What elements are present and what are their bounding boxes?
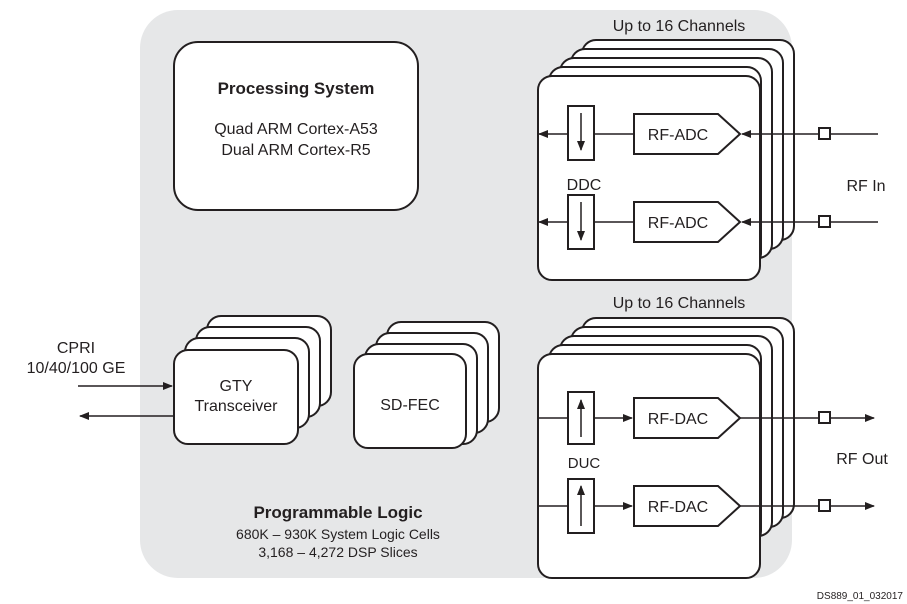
gty-transceiver-stack: GTY Transceiver bbox=[173, 315, 332, 445]
rf-adc-label-2: RF-ADC bbox=[648, 215, 708, 232]
gty-transceiver-line1: GTY bbox=[220, 378, 253, 395]
sd-fec-stack: SD-FEC bbox=[353, 321, 500, 449]
dac-block-header: Up to 16 Channels bbox=[613, 295, 746, 312]
adc-channel-stack: Up to 16 Channels RF-ADC RF-ADC DDC bbox=[537, 18, 878, 281]
ddc-label: DDC bbox=[567, 177, 602, 194]
rf-dac-label-1: RF-DAC bbox=[648, 411, 708, 428]
document-id: DS889_01_032017 bbox=[817, 591, 904, 602]
rf-adc-label-1: RF-ADC bbox=[648, 127, 708, 144]
processing-system-title: Processing System bbox=[218, 79, 375, 98]
programmable-logic-line1: 680K – 930K System Logic Cells bbox=[236, 526, 440, 542]
rf-dac-label-2: RF-DAC bbox=[648, 499, 708, 516]
rf-in-port-2 bbox=[818, 215, 831, 228]
rf-in-label: RF In bbox=[846, 178, 885, 195]
processing-system: Processing System Quad ARM Cortex-A53 Du… bbox=[173, 41, 419, 211]
rf-dac-converter-1 bbox=[633, 397, 742, 439]
gty-transceiver-line2: Transceiver bbox=[195, 398, 279, 415]
adc-block-header: Up to 16 Channels bbox=[613, 18, 746, 35]
sd-fec-label: SD-FEC bbox=[380, 397, 440, 414]
rf-out-label: RF Out bbox=[836, 451, 888, 468]
programmable-logic-line2: 3,168 – 4,272 DSP Slices bbox=[258, 544, 417, 560]
ethernet-label: 10/40/100 GE bbox=[27, 360, 126, 377]
rf-in-port-1 bbox=[818, 127, 831, 140]
processing-system-line1: Quad ARM Cortex-A53 bbox=[214, 121, 378, 138]
cpri-label: CPRI bbox=[57, 340, 95, 357]
rf-out-port-2 bbox=[818, 499, 831, 512]
processing-system-line2: Dual ARM Cortex-R5 bbox=[221, 142, 370, 159]
rf-out-port-1 bbox=[818, 411, 831, 424]
dac-channel-stack: Up to 16 Channels RF-DAC RF-DAC DUC bbox=[537, 295, 875, 579]
rf-adc-converter-1 bbox=[633, 113, 742, 155]
rf-dac-converter-2 bbox=[633, 485, 742, 527]
programmable-logic-title: Programmable Logic bbox=[253, 503, 422, 522]
duc-label: DUC bbox=[568, 455, 601, 472]
rf-adc-converter-2 bbox=[633, 201, 742, 243]
